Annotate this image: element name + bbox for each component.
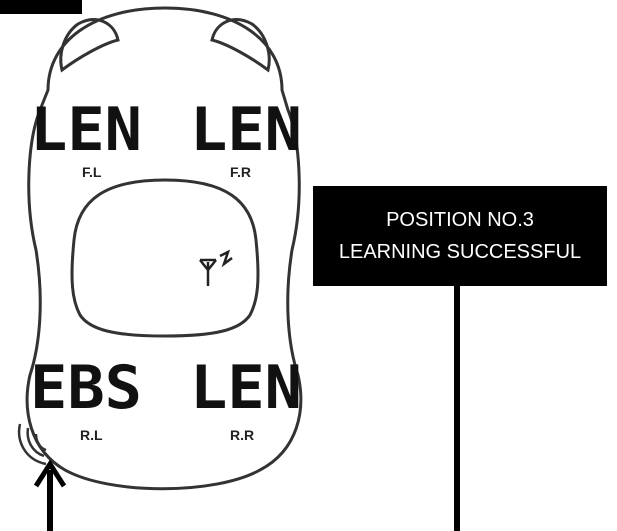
rear-left-label: R.L [80,427,103,443]
front-right-label: F.R [230,164,251,180]
front-right-light [212,20,269,70]
front-left-label: F.L [82,164,102,180]
rear-right-code: LEN [190,353,302,423]
status-callout: POSITION NO.3 LEARNING SUCCESSFUL [313,186,607,286]
up-arrow-icon [36,464,64,531]
callout-line-1: POSITION NO.3 [313,204,607,236]
callout-leader-line [454,286,460,531]
callout-line-2: LEARNING SUCCESSFUL [313,236,607,268]
rear-right-label: R.R [230,427,254,443]
front-left-code: LEN [30,95,142,165]
front-left-light [61,20,118,70]
front-right-code: LEN [190,95,302,165]
rear-left-code: EBS [30,353,142,423]
antenna-signal-icon [200,252,232,286]
